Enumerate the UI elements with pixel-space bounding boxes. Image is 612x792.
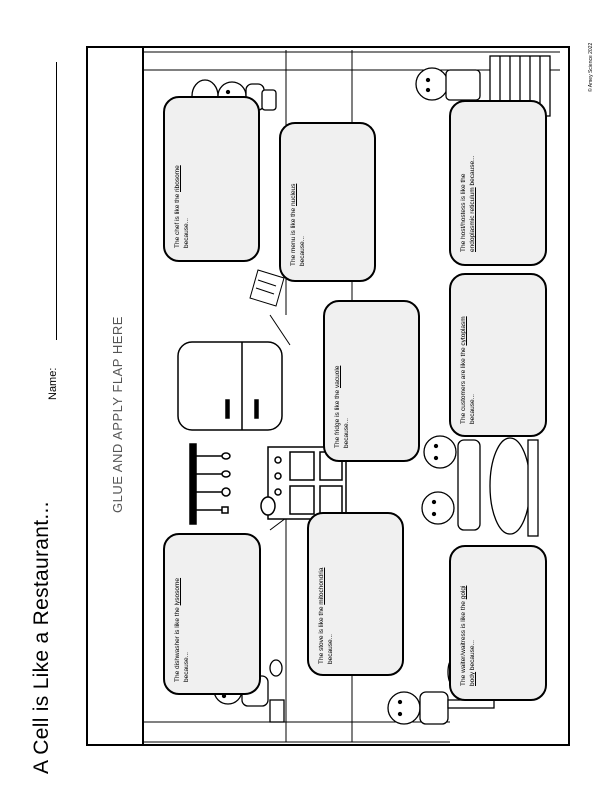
glue-strip [86, 46, 144, 746]
card-customers [449, 273, 547, 437]
worksheet-frame [86, 46, 570, 746]
fridge-drawing [177, 341, 283, 431]
card-waiter-text: The waiter/waitress is like the golgi bo… [460, 585, 476, 686]
card-host-text: The host/hostess is like the endoplasmic… [460, 155, 476, 252]
card-chef-text: The chef is like the ribosome because... [174, 165, 190, 248]
utensil-rack [189, 443, 231, 525]
card-chef [163, 96, 260, 262]
card-menu-text: The menu is like the nucleus because... [290, 183, 306, 266]
card-waiter [449, 545, 547, 701]
card-fridge [323, 300, 420, 462]
menu-paper-drawing [249, 269, 285, 307]
card-host [449, 100, 547, 266]
card-stove-text: The stove is like the mitochondria becau… [318, 567, 334, 664]
name-line [56, 62, 57, 340]
card-dishwasher [163, 533, 261, 695]
counter-lines [144, 50, 560, 743]
card-customers-text: The customers are like the cytoplasm bec… [460, 316, 476, 424]
card-dishwasher-text: The dishwasher is like the lysosome beca… [174, 577, 190, 682]
card-stove [307, 512, 404, 676]
card-menu [279, 122, 376, 282]
customers-drawing [421, 435, 539, 537]
card-fridge-text: The fridge is like the vacuole because..… [334, 365, 350, 448]
